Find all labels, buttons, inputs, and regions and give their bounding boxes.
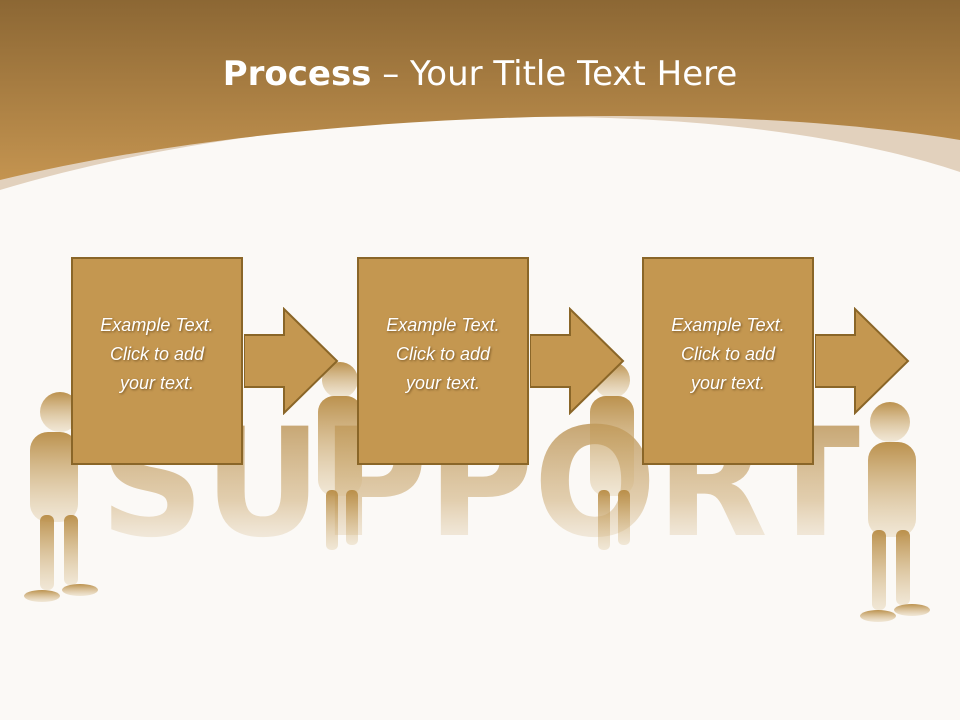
step-text-line-1: Example Text. bbox=[671, 315, 785, 335]
process-step-3[interactable]: Example Text. Click to add your text. bbox=[642, 257, 814, 465]
figure-middle-right bbox=[590, 362, 634, 550]
title-rest-part: – Your Title Text Here bbox=[371, 54, 738, 94]
right-arrow-icon[interactable] bbox=[530, 307, 626, 415]
figure-left bbox=[24, 392, 98, 602]
step-text-line-3: your text. bbox=[119, 373, 195, 393]
header-banner bbox=[0, 0, 960, 190]
figure-middle-left bbox=[318, 362, 362, 550]
step-text-line-1: Example Text. bbox=[100, 315, 214, 335]
title-bold-part: Process bbox=[222, 54, 372, 94]
step-text-line-2: Click to add bbox=[395, 344, 491, 364]
figure-right bbox=[860, 402, 930, 622]
header-wave bbox=[0, 0, 960, 180]
slide-title[interactable]: Process – Your Title Text Here bbox=[0, 52, 960, 96]
step-text-line-3: your text. bbox=[405, 373, 481, 393]
step-text-line-3: your text. bbox=[690, 373, 766, 393]
process-step-1[interactable]: Example Text. Click to add your text. bbox=[71, 257, 243, 465]
process-step-2[interactable]: Example Text. Click to add your text. bbox=[357, 257, 529, 465]
step-text-line-1: Example Text. bbox=[386, 315, 500, 335]
step-text-line-2: Click to add bbox=[680, 344, 776, 364]
step-text-line-2: Click to add bbox=[109, 344, 205, 364]
right-arrow-icon[interactable] bbox=[815, 307, 911, 415]
right-arrow-icon[interactable] bbox=[244, 307, 340, 415]
